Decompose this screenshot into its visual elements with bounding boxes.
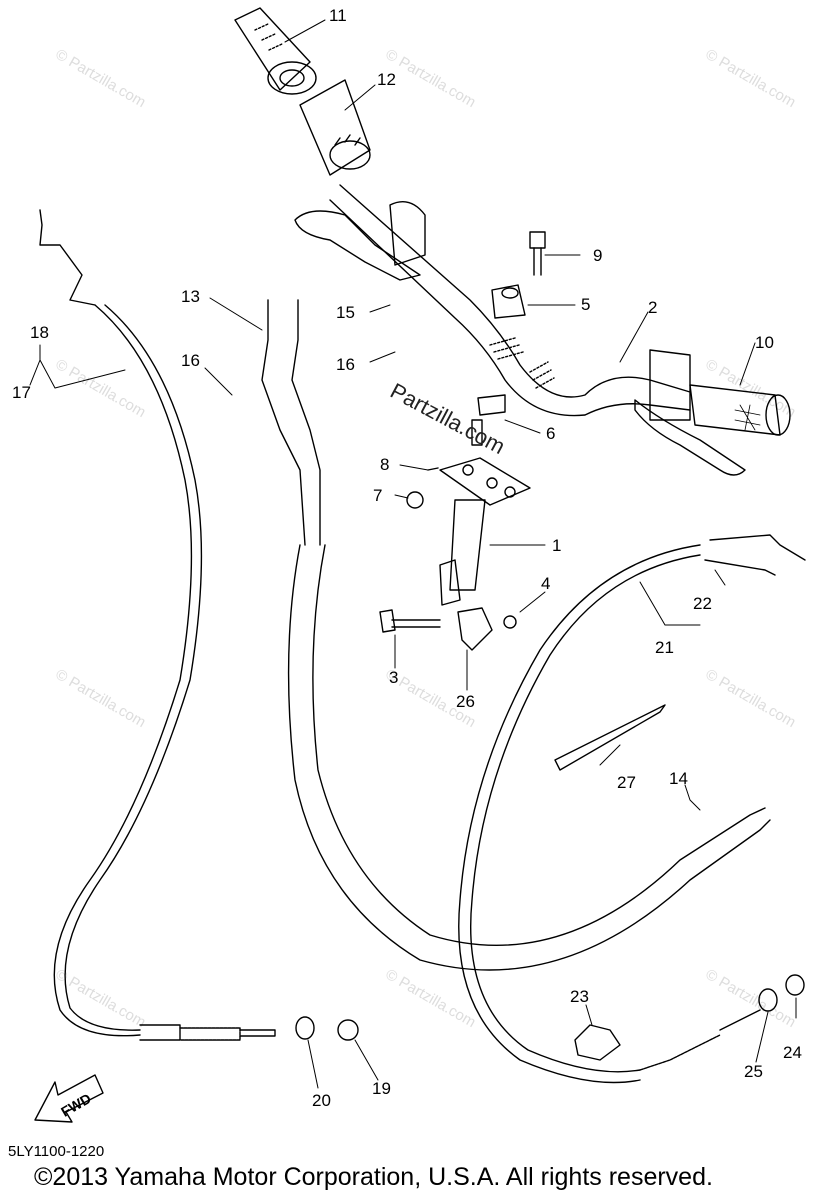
diagram-code: 5LY1100-1220 [8, 1143, 105, 1160]
holder-assembly [379, 394, 531, 651]
callout-21: 21 [655, 638, 674, 657]
callout-8: 8 [380, 455, 390, 474]
callout-11: 11 [329, 6, 347, 25]
callout-23: 23 [570, 987, 589, 1006]
callout-16b: 16 [336, 355, 355, 374]
cable-tie [554, 704, 666, 771]
callout-27: 27 [617, 773, 636, 792]
callout-18: 18 [30, 323, 49, 342]
holder-bolt [491, 231, 546, 319]
adjusters [295, 974, 805, 1041]
left-grip [299, 79, 371, 176]
callout-14: 14 [669, 769, 688, 788]
callout-17: 17 [12, 383, 31, 402]
callout-12: 12 [377, 70, 396, 89]
callout-26: 26 [456, 692, 475, 711]
callout-2: 2 [648, 298, 658, 317]
callout-19: 19 [372, 1079, 391, 1098]
callout-6: 6 [546, 424, 556, 443]
callout-24: 24 [783, 1043, 802, 1062]
callout-1: 1 [552, 536, 562, 555]
left-lever-holder [294, 201, 426, 281]
callout-9: 9 [593, 246, 603, 265]
callout-4: 4 [541, 574, 551, 593]
fwd-arrow-icon [34, 1074, 104, 1123]
callout-16a: 16 [181, 351, 200, 370]
callout-5: 5 [581, 295, 591, 314]
callout-3: 3 [389, 668, 399, 687]
callout-22: 22 [693, 594, 712, 613]
brake-cable [458, 534, 806, 1084]
callout-20: 20 [312, 1091, 331, 1110]
throttle-cables [261, 299, 771, 971]
bracket [574, 1024, 621, 1061]
callout-7: 7 [373, 486, 383, 505]
leader-lines [29, 19, 797, 1089]
callout-15: 15 [336, 303, 355, 322]
clutch-cable [39, 209, 276, 1041]
callout-10: 10 [755, 333, 774, 352]
right-grip-lever [634, 349, 791, 476]
copyright-notice: ©2013 Yamaha Motor Corporation, U.S.A. A… [34, 1163, 713, 1191]
callout-13: 13 [181, 287, 200, 306]
bar-end-weight [234, 7, 317, 95]
callout-25: 25 [744, 1062, 763, 1081]
handlebar [329, 184, 691, 417]
